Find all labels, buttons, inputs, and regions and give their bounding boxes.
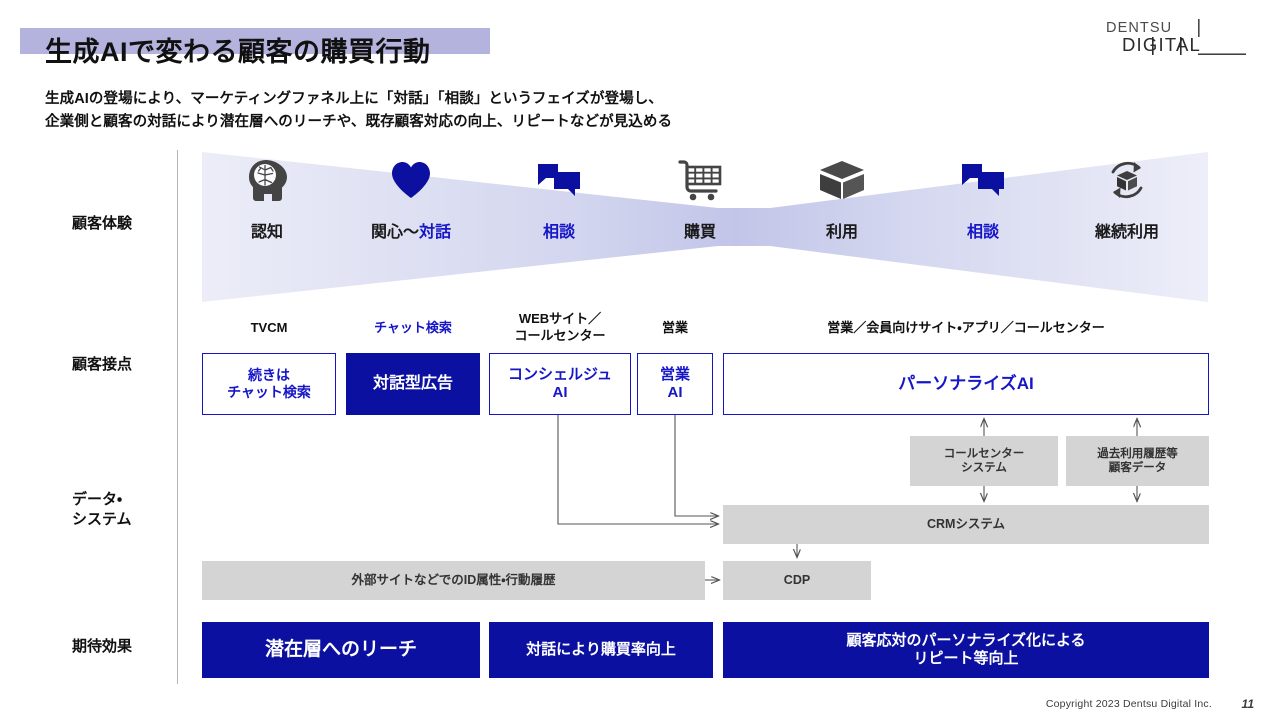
footer-copyright: Copyright 2023 Dentsu Digital Inc. — [1045, 698, 1212, 710]
logo-text-dentsu: DENTSU — [1106, 20, 1172, 36]
shopping-cart-icon — [635, 152, 765, 208]
brain-head-icon — [202, 152, 332, 208]
funnel-stage-label: 継続利用 — [1094, 224, 1159, 241]
funnel-stage-label: 認知 — [250, 224, 283, 241]
heart-icon — [346, 152, 476, 208]
funnel-stage-consultation-pre: 相談 — [494, 152, 624, 242]
funnel-stage-continued-usage: 継続利用 — [1062, 152, 1192, 242]
row-label-data-system: データ・ システム — [72, 491, 132, 529]
funnel-stage-purchase: 購買 — [635, 152, 765, 242]
funnel-stage-label: 関心～対話 — [346, 218, 476, 242]
touchpoint-box-personalize-ai[interactable]: パーソナライズAI — [723, 353, 1209, 415]
label-plain-part: 関心～ — [370, 224, 419, 241]
label-blue-part: 対話 — [419, 224, 452, 241]
dentsu-digital-logo: DENTSU DIGITAL — [1106, 19, 1246, 55]
data-box-crm-system[interactable]: CRMシステム — [723, 505, 1209, 544]
touchpoint-box-concierge-ai[interactable]: コンシェルジュ AI — [489, 353, 631, 415]
row-label-customer-touchpoint: 顧客接点 — [72, 356, 133, 373]
effect-box-purchase-rate-up[interactable]: 対話により購買率向上 — [489, 622, 713, 678]
touchpoint-caption-chat-search: チャット検索 — [374, 320, 452, 335]
effect-box-reach-latent-layer[interactable]: 潜在層へのリーチ — [202, 622, 480, 678]
chat-bubbles-icon — [494, 152, 624, 208]
funnel-stage-awareness: 認知 — [202, 152, 332, 242]
touchpoint-box-continue-chat-search[interactable]: 続きは チャット検索 — [202, 353, 336, 415]
funnel-stage-label: 利用 — [825, 224, 858, 241]
page-title: 生成AIで変わる顧客の購買行動 — [45, 37, 431, 67]
page-subtitle: 生成AIの登場により、マーケティングファネル上に「対話」「相談」というフェイズが… — [45, 91, 673, 131]
box-recycle-icon — [1062, 152, 1192, 208]
data-box-callcenter-system[interactable]: コールセンター システム — [910, 436, 1058, 486]
funnel-stage-label: 相談 — [542, 224, 575, 241]
title-highlight-bar — [20, 28, 490, 54]
data-box-past-usage-customer-data[interactable]: 過去利用履歴等 顧客データ — [1066, 436, 1209, 486]
touchpoint-caption-tvcm: TVCM — [250, 320, 288, 335]
chat-bubbles-icon — [918, 152, 1048, 208]
funnel-stage-label: 購買 — [683, 224, 716, 241]
funnel-stage-label: 相談 — [966, 224, 999, 241]
touchpoint-caption-sales: 営業 — [661, 320, 688, 335]
effect-box-personalized-repeat[interactable]: 顧客応対のパーソナライズ化による リピート等向上 — [723, 622, 1209, 678]
funnel-stage-usage: 利用 — [777, 152, 907, 242]
data-box-cdp[interactable]: CDP — [723, 561, 871, 600]
logo-text-digital: DIGITAL — [1122, 34, 1201, 55]
funnel-stage-consultation-post: 相談 — [918, 152, 1048, 242]
funnel-stage-interest-dialogue: 関心～対話 — [346, 152, 476, 242]
data-box-external-site-id-behavior[interactable]: 外部サイトなどでのID属性・行動履歴 — [202, 561, 705, 600]
touchpoint-box-sales-ai[interactable]: 営業 AI — [637, 353, 713, 415]
arrow-salesai-to-crm — [674, 415, 718, 516]
touchpoint-caption-web-callcenter: WEBサイト／ コールセンター — [514, 311, 606, 343]
left-divider — [177, 150, 178, 684]
page-number: 11 — [1241, 697, 1254, 711]
row-label-expected-effect: 期待効果 — [72, 638, 133, 655]
touchpoint-caption-sales-member-site: 営業／会員向けサイト・アプリ／コールセンター — [827, 320, 1105, 335]
arrow-concierge-to-crm — [557, 415, 718, 524]
open-box-icon — [777, 152, 907, 208]
funnel-shape — [202, 152, 1208, 302]
touchpoint-box-conversational-ad[interactable]: 対話型広告 — [346, 353, 480, 415]
row-label-customer-experience: 顧客体験 — [72, 215, 133, 232]
